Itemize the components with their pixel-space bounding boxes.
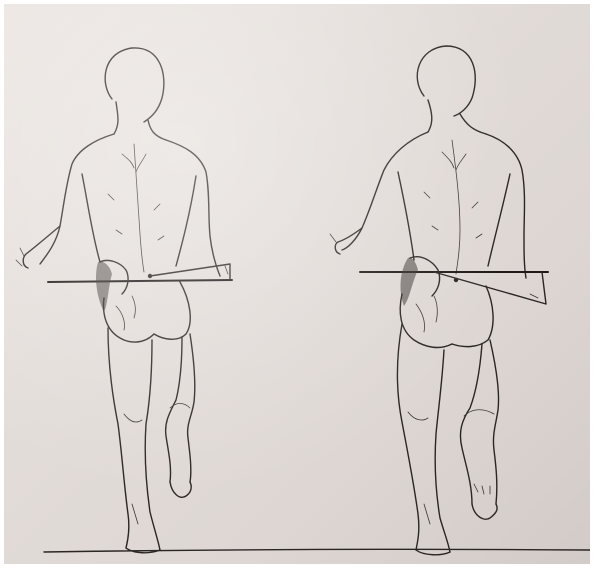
book-illustration-photo (4, 4, 590, 564)
left-figure-stance-leg (108, 328, 129, 548)
left-figure (16, 48, 232, 553)
right-figure-spine (452, 140, 460, 274)
gait-illustration (4, 4, 590, 564)
ground-line (44, 549, 590, 552)
left-figure-head (105, 48, 164, 122)
right-figure-head (417, 46, 475, 116)
left-figure-spine (134, 144, 144, 272)
left-pelvis-line (48, 280, 232, 282)
right-figure (330, 46, 548, 555)
left-figure-back (40, 134, 114, 264)
right-figure-swing-leg (460, 344, 482, 504)
right-hip-shading (401, 258, 418, 306)
left-figure-swing-leg (166, 338, 182, 482)
right-figure-stance-leg (398, 324, 419, 550)
